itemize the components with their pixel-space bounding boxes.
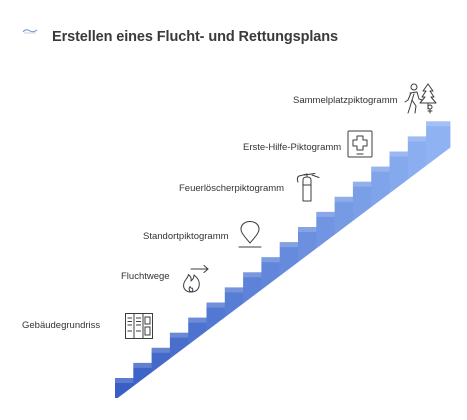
- stair-tread: [151, 347, 176, 353]
- location-pin-icon: [238, 221, 262, 248]
- fire-extinguisher-icon: [296, 173, 320, 202]
- stair-tread: [389, 151, 414, 157]
- step-label-fluchtwege: Fluchtwege: [121, 271, 170, 282]
- stair-tread: [224, 287, 250, 293]
- stair-tread: [371, 166, 396, 172]
- fire-escape-route-icon: [183, 265, 209, 293]
- stair-underside-mask: [115, 135, 467, 420]
- stair-tread: [352, 181, 378, 187]
- first-aid-kit-icon: [347, 130, 373, 158]
- step-label-gebaeudegrundriss: Gebäudegrundriss: [22, 320, 101, 331]
- stair-tread: [133, 362, 158, 368]
- brand-logo-icon: [22, 29, 38, 34]
- stair-tread: [279, 242, 304, 248]
- step-label-feuerloescherpiktogramm: Feuerlöscherpiktogramm: [179, 183, 285, 194]
- stair-tread: [261, 257, 286, 263]
- page-title: Erstellen eines Flucht- und Rettungsplan…: [52, 29, 338, 45]
- stair-tread: [188, 317, 213, 323]
- step-label-standortpiktogramm: Standortpiktogramm: [143, 231, 229, 242]
- stair-tread: [407, 136, 433, 142]
- stair-tread: [115, 378, 140, 383]
- stair-tread: [298, 227, 323, 232]
- stair-tread: [426, 121, 451, 127]
- floor-plan-icon: [125, 313, 153, 339]
- stair-tread: [316, 211, 341, 217]
- stair-tread: [243, 272, 268, 278]
- step-label-sammelplatzpiktogramm: Sammelplatzpiktogramm: [293, 95, 398, 106]
- stair-tread: [206, 302, 231, 308]
- step-label-erste-hilfe-piktogramm: Erste-Hilfe-Piktogramm: [243, 142, 342, 153]
- stair-tread: [169, 332, 195, 338]
- assembly-point-icon: [404, 83, 437, 114]
- stair-tread: [334, 196, 359, 202]
